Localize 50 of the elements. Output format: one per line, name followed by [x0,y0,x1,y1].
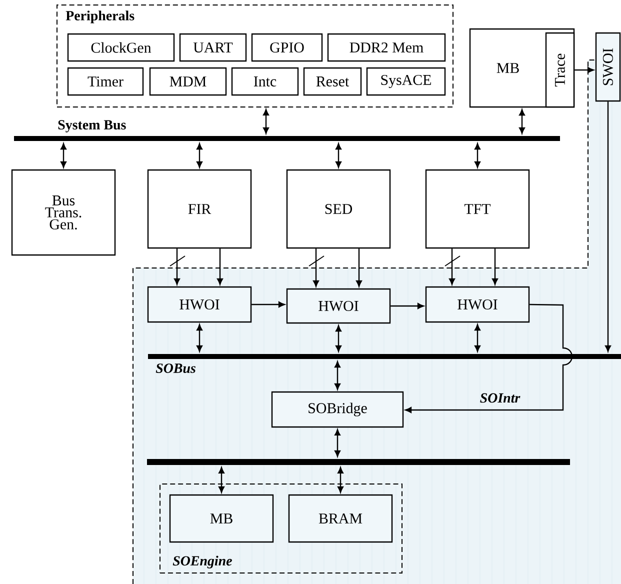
block-box: FIR [147,169,252,249]
block-box: Bus Trans. Gen. [11,169,116,256]
node-label: System Bus [58,120,126,132]
arrow [390,303,424,309]
block-box: SWOI [595,32,621,102]
block-box: BRAM [288,494,393,543]
arrow [218,467,224,493]
arrow [217,248,223,285]
block-box: HWOI [147,286,252,323]
arrow [336,143,342,168]
block-box: SED [286,169,391,249]
arrow [60,143,66,168]
block-box: SOBridge [271,391,404,428]
block-box: MB [169,494,274,543]
arrow [313,248,319,287]
arrow [405,304,572,413]
arrow [605,102,611,352]
block-box: Reset [303,67,362,96]
arrow [196,143,202,168]
block-box: DDR2 Mem [327,33,446,62]
block-box: SysACE [366,67,446,96]
arrow [474,143,480,168]
block-box: Intc [231,67,299,96]
arrow [334,429,340,457]
block-box: HWOI [425,286,530,323]
arrow [492,248,498,285]
arrow [174,248,180,285]
arrow [263,109,269,134]
arrow [252,302,285,308]
arrow [334,361,340,390]
arrow [338,467,344,493]
node-label: SOBus [156,364,196,373]
arrow [449,248,455,285]
block-box: UART [179,33,247,62]
arrow [519,109,525,134]
block-box: HWOI [286,288,391,324]
block-box: ClockGen [67,33,175,62]
bus-bar: SOBus [148,354,621,373]
block-box: Timer [67,67,144,96]
block-box: GPIO [251,33,323,62]
arrow [196,324,202,352]
arrow [474,324,480,352]
edge-label: SOIntr [480,393,520,403]
block-box: Trace [545,32,575,108]
arrow [356,248,362,287]
arrow [574,67,594,73]
arrow [336,325,342,352]
block-box: MDM [149,67,227,96]
block-box: TFT [425,169,530,249]
bus-bar: System Bus [14,120,560,141]
